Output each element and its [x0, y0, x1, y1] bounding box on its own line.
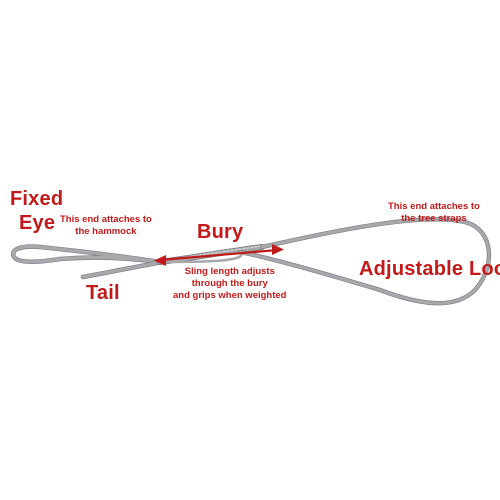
sling-note: Sling length adjusts through the bury an… [173, 266, 286, 302]
fixed-eye-label-line1: Fixed [10, 188, 64, 210]
adjustable-loop-rope [158, 217, 491, 306]
bury-label: Bury [197, 221, 244, 243]
sling-note-line1: Sling length adjusts [184, 266, 275, 277]
tree-note-line1: This end attaches to [388, 201, 480, 212]
fixed-eye-loop [10, 244, 163, 265]
double-headed-arrow-icon [154, 244, 284, 266]
tree-note: This end attaches to the tree straps [388, 201, 480, 225]
tree-note-line2: the tree straps [401, 212, 467, 224]
sling-note-line2: through the bury [191, 277, 268, 289]
tail-label: Tail [86, 282, 120, 304]
hammock-note: This end attaches to the hammock [60, 214, 152, 238]
fixed-eye-label-line2: Eye [19, 212, 56, 234]
fixed-eye-rope [11, 244, 162, 264]
tail-rope [80, 259, 165, 280]
hammock-note-line1: This end attaches to [60, 214, 152, 225]
sling-note-line3: and grips when weighted [173, 289, 287, 301]
adjustable-loop-label: Adjustable Loop [359, 258, 500, 280]
fixed-eye-label: Fixed Eye [10, 189, 63, 233]
hammock-note-line2: the hammock [75, 225, 137, 237]
